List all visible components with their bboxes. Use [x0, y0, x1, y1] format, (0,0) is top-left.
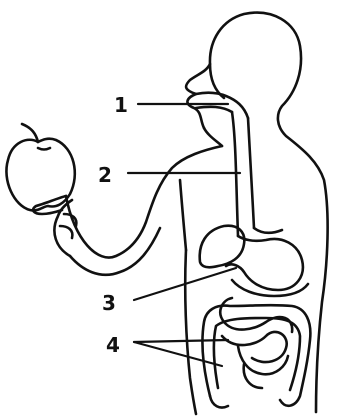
label-3: 3: [102, 291, 116, 315]
label-2: 2: [98, 163, 112, 187]
label-1: 1: [114, 93, 128, 117]
label-4: 4: [106, 333, 120, 357]
